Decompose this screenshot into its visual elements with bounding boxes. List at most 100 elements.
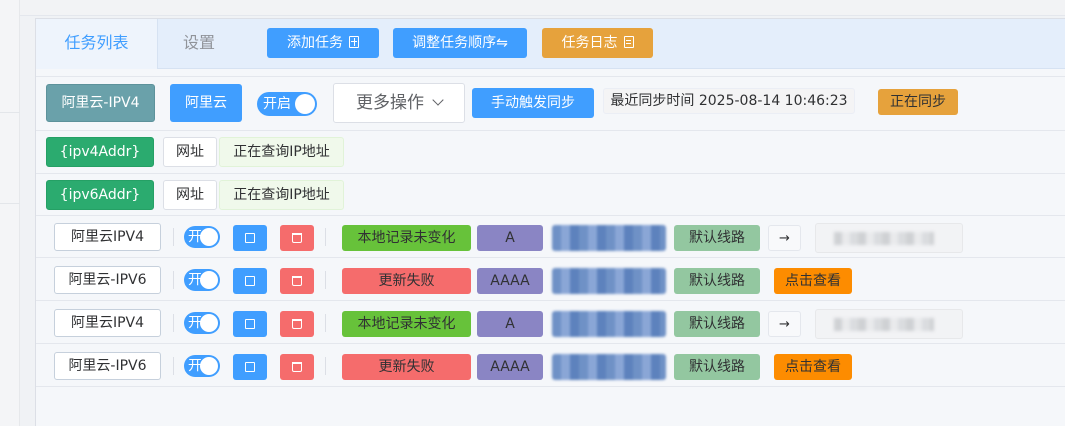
task-name-tag: 阿里云-IPV4 — [46, 84, 155, 122]
record-arrow-button[interactable]: → — [768, 311, 801, 337]
divider — [325, 271, 326, 289]
divider — [325, 228, 326, 246]
sync-status-badge: 正在同步 — [878, 89, 958, 115]
dns-record-row: 阿里云IPV4 开 本地记录未变化 A 默认线路 → — [36, 216, 1065, 258]
ipv4-query-status: 正在查询IP地址 — [219, 137, 344, 167]
redacted-blur — [834, 232, 934, 245]
record-name: 阿里云-IPV6 — [54, 266, 161, 294]
delete-record-button[interactable] — [280, 225, 314, 251]
record-domain-redacted — [552, 225, 666, 251]
task-header-row: 阿里云-IPV4 阿里云 开启 更多操作 手动触发同步 最近同步时间 2025-… — [36, 76, 1065, 128]
record-domain-redacted — [552, 311, 666, 337]
task-panel: 任务列表 设置 添加任务 调整任务顺序⇋ 任务日志 阿里云-IPV4 阿里云 开… — [35, 18, 1065, 426]
delete-record-button[interactable] — [280, 268, 314, 294]
ipv6-variable-tag: {ipv6Addr} — [46, 180, 154, 210]
record-domain-redacted — [552, 354, 666, 380]
redacted-blur — [834, 318, 934, 331]
add-file-icon — [349, 36, 359, 48]
manual-sync-button[interactable]: 手动触发同步 — [472, 88, 594, 118]
record-value-redacted — [815, 309, 963, 339]
edit-icon — [245, 319, 255, 329]
switch-knob — [200, 357, 218, 375]
switch-knob — [200, 271, 218, 289]
tab-task-list[interactable]: 任务列表 — [36, 19, 158, 69]
record-name: 阿里云-IPV6 — [54, 352, 161, 380]
switch-label: 开 — [188, 229, 202, 245]
delete-record-button[interactable] — [280, 311, 314, 337]
edit-record-button[interactable] — [233, 268, 267, 294]
switch-label: 开 — [188, 315, 202, 331]
switch-knob — [200, 314, 218, 332]
trash-icon — [292, 362, 302, 372]
record-type-badge: A — [477, 225, 543, 251]
ipv4-source-row: {ipv4Addr} 网址 正在查询IP地址 — [36, 130, 1065, 170]
record-enable-switch[interactable]: 开 — [184, 355, 220, 377]
last-sync-time: 最近同步时间 2025-08-14 10:46:23 — [603, 88, 855, 114]
add-task-button[interactable]: 添加任务 — [267, 28, 379, 58]
edit-icon — [245, 233, 255, 243]
switch-label: 开 — [188, 272, 202, 288]
chevron-down-icon — [432, 94, 444, 106]
record-line-badge: 默认线路 — [674, 225, 760, 251]
tab-settings[interactable]: 设置 — [182, 33, 215, 52]
divider — [173, 357, 174, 375]
edit-icon — [245, 276, 255, 286]
edit-record-button[interactable] — [233, 354, 267, 380]
left-sidebar-edge — [0, 0, 20, 426]
record-enable-switch[interactable]: 开 — [184, 312, 220, 334]
record-enable-switch[interactable]: 开 — [184, 269, 220, 291]
record-enable-switch[interactable]: 开 — [184, 226, 220, 248]
dns-record-row: 阿里云-IPV6 开 更新失败 AAAA 默认线路 点击查看 — [36, 345, 1065, 387]
divider — [325, 357, 326, 375]
record-status-badge: 本地记录未变化 — [342, 225, 471, 251]
record-arrow-button[interactable]: → — [768, 225, 801, 251]
record-name: 阿里云IPV4 — [54, 309, 161, 337]
record-type-badge: A — [477, 311, 543, 337]
record-line-badge: 默认线路 — [674, 311, 760, 337]
delete-record-button[interactable] — [280, 354, 314, 380]
reorder-tasks-button[interactable]: 调整任务顺序⇋ — [393, 28, 527, 58]
ipv4-source-tag: 网址 — [163, 137, 217, 167]
record-status-badge: 本地记录未变化 — [342, 311, 471, 337]
record-status-badge: 更新失败 — [342, 354, 471, 380]
divider — [173, 271, 174, 289]
divider — [173, 228, 174, 246]
edit-icon — [245, 362, 255, 372]
edit-record-button[interactable] — [233, 311, 267, 337]
divider — [325, 314, 326, 332]
task-log-button[interactable]: 任务日志 — [542, 28, 653, 58]
view-error-button[interactable]: 点击查看 — [774, 268, 852, 294]
ipv4-variable-tag: {ipv4Addr} — [46, 137, 154, 167]
view-error-button[interactable]: 点击查看 — [774, 354, 852, 380]
trash-icon — [292, 233, 302, 243]
record-domain-redacted — [552, 268, 666, 294]
document-icon — [623, 36, 634, 48]
edit-record-button[interactable] — [233, 225, 267, 251]
more-actions-dropdown[interactable]: 更多操作 — [333, 83, 465, 123]
more-actions-label: 更多操作 — [356, 93, 424, 113]
record-type-badge: AAAA — [477, 354, 543, 380]
record-type-badge: AAAA — [477, 268, 543, 294]
top-strip — [20, 0, 1065, 16]
divider — [173, 314, 174, 332]
tab-bar: 任务列表 设置 添加任务 调整任务顺序⇋ 任务日志 — [36, 19, 1065, 69]
record-line-badge: 默认线路 — [674, 354, 760, 380]
add-task-label: 添加任务 — [287, 35, 343, 51]
switch-knob — [200, 228, 218, 246]
trash-icon — [292, 319, 302, 329]
ipv6-source-row: {ipv6Addr} 网址 正在查询IP地址 — [36, 173, 1065, 213]
task-log-label: 任务日志 — [561, 35, 618, 51]
dns-record-row: 阿里云-IPV6 开 更新失败 AAAA 默认线路 点击查看 — [36, 259, 1065, 301]
switch-knob — [295, 94, 315, 114]
ipv6-source-tag: 网址 — [163, 180, 217, 210]
record-name: 阿里云IPV4 — [54, 223, 161, 251]
trash-icon — [292, 276, 302, 286]
sidebar-marker — [0, 112, 20, 204]
record-value-redacted — [815, 223, 963, 253]
task-enable-switch[interactable]: 开启 — [257, 92, 317, 116]
provider-tag: 阿里云 — [170, 84, 242, 122]
dns-record-row: 阿里云IPV4 开 本地记录未变化 A 默认线路 → — [36, 302, 1065, 344]
dns-records-list: 阿里云IPV4 开 本地记录未变化 A 默认线路 → 阿里云-IPV6 开 更新… — [36, 215, 1065, 387]
record-line-badge: 默认线路 — [674, 268, 760, 294]
ipv6-query-status: 正在查询IP地址 — [219, 180, 344, 210]
